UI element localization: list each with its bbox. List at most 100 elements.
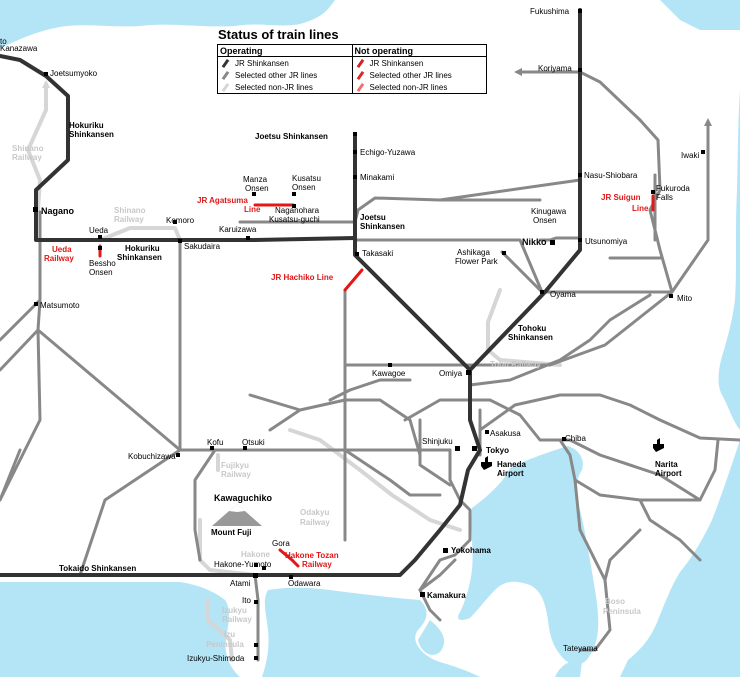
label-haneda-airport-2: Airport [497,469,524,478]
label-joetsu-shinkansen: Joetsu Shinkansen [255,132,328,141]
label-koriyama: Koriyama [538,64,572,73]
label-izukyu-railway-1: Izukyu [222,606,247,615]
label-odakyu-railway-1: Odakyu [300,508,329,517]
label-nagano: Nagano [41,206,75,216]
label-echigo-yuzawa: Echigo-Yuzawa [360,148,416,157]
label-sakudaira: Sakudaira [184,242,221,251]
label-bessho-onsen-1: Bessho [89,259,116,268]
label-jr-agatsuma-1: JR Agatsuma [197,196,248,205]
legend: Status of train lines Operating Not oper… [217,27,487,103]
label-boso-peninsula-2: Peninsula [603,607,641,616]
label-omiya: Omiya [439,369,463,378]
label-hakone: Hakone [241,550,270,559]
legend-nop-label: Selected non-JR lines [369,82,448,92]
label-kamakura: Kamakura [427,591,466,600]
label-asakusa: Asakusa [490,429,521,438]
label-kinugawa-onsen-2: Onsen [533,216,557,225]
label-komoro: Komoro [166,216,195,225]
label-hokuriku-shinkansen-3: Hokuriku [125,244,160,253]
label-hakone-tozan-2: Railway [302,560,332,569]
label-kawaguchiko: Kawaguchiko [214,493,273,503]
label-kusatsu-onsen-1: Kusatsu [292,174,321,183]
label-kofu: Kofu [207,438,223,447]
legend-row: Selected other JR lines Selected other J… [217,69,487,81]
legend-op-label: JR Shinkansen [235,58,289,68]
label-shinano-railway-2: Railway [12,153,42,162]
label-shinano-railway-3: Shinano [114,206,146,215]
label-hakone-tozan-1: Hakone Tozan [285,551,339,560]
label-narita-airport-1: Narita [655,460,678,469]
label-atami: Atami [230,579,251,588]
label-takasaki: Takasaki [362,249,393,258]
legend-row: JR Shinkansen JR Shinkansen [217,56,487,69]
label-izukyu-railway-2: Railway [222,615,252,624]
map-labels: to Kanazawa Fukushima Joetsumyoko Koriya… [0,7,699,663]
label-naganohara-1: Naganohara [275,206,320,215]
label-odawara: Odawara [288,579,321,588]
station-markers [33,9,705,660]
label-hakone-yumoto: Hakone-Yumoto [214,560,272,569]
legend-row: Selected non-JR lines Selected non-JR li… [217,81,487,94]
label-fukuroda-falls-2: Falls [656,193,673,202]
label-ueda-railway-2: Railway [44,254,74,263]
label-jr-agatsuma-2: Line [244,205,261,214]
not-operating-lines [98,194,655,568]
swatch-icon [221,83,230,93]
label-hokuriku-shinkansen-1: Hokuriku [69,121,104,130]
label-jr-hachiko: JR Hachiko Line [271,273,334,282]
legend-nop-label: JR Shinkansen [369,58,424,68]
label-kawagoe: Kawagoe [372,369,406,378]
label-tokaido-shinkansen: Tokaido Shinkansen [59,564,136,573]
label-tateyama: Tateyama [563,644,598,653]
label-izu-peninsula-2: Peninsula [206,640,244,649]
label-otsuki: Otsuki [242,438,265,447]
label-to-kanazawa-2: Kanazawa [0,44,38,53]
label-karuizawa: Karuizawa [219,225,257,234]
label-nasu-shiobara: Nasu-Shiobara [584,171,638,180]
swatch-icon [356,71,364,81]
label-tohoku-shinkansen-1: Tohoku [518,324,546,333]
legend-title: Status of train lines [218,27,339,42]
label-to-kanazawa-1: to [0,37,7,46]
label-ito: Ito [242,596,251,605]
swatch-icon [221,71,230,81]
label-bessho-onsen-2: Onsen [89,268,113,277]
label-shinano-railway-1: Shinano [12,144,44,153]
label-chiba: Chiba [565,434,586,443]
label-ashikaga-2: Flower Park [455,257,499,266]
airplane-icon [481,438,664,470]
label-kusatsu-onsen-2: Onsen [292,183,316,192]
legend-nop-label: Selected other JR lines [369,70,452,80]
label-tobu-railway: Tobu Railway [490,360,542,369]
label-jr-suigun-2: Line [632,204,649,213]
mount-fuji-shape [212,504,262,526]
legend-header-not-operating: Not operating [351,44,487,57]
label-matsumoto: Matsumoto [40,301,80,310]
swatch-icon [221,59,230,69]
label-manza-onsen-2: Onsen [245,184,269,193]
label-tohoku-shinkansen-2: Shinkansen [508,333,553,342]
label-gora: Gora [272,539,290,548]
label-izukyu-shimoda: Izukyu-Shimoda [187,654,245,663]
label-utsunomiya: Utsunomiya [585,237,628,246]
label-yokohama: Yokohama [451,546,491,555]
label-boso-peninsula-1: Boso [605,597,625,606]
label-mito: Mito [677,294,693,303]
label-izu-peninsula-1: Izu [224,630,235,639]
label-minakami: Minakami [360,173,394,182]
label-oyama: Oyama [550,290,576,299]
label-ueda-railway-1: Ueda [52,245,72,254]
label-hokuriku-shinkansen-4: Shinkansen [117,253,162,262]
label-mount-fuji: Mount Fuji [211,528,251,537]
jr-other-lines [0,68,740,662]
label-fukuroda-falls-1: Fukuroda [656,184,690,193]
label-joetsu-shinkansen-2-1: Joetsu [360,213,386,222]
label-kinugawa-onsen-1: Kinugawa [531,207,567,216]
label-odakyu-railway-2: Railway [300,518,330,527]
label-haneda-airport-1: Haneda [497,460,526,469]
label-shinjuku: Shinjuku [422,437,453,446]
label-fujikyu-railway-2: Railway [221,470,251,479]
